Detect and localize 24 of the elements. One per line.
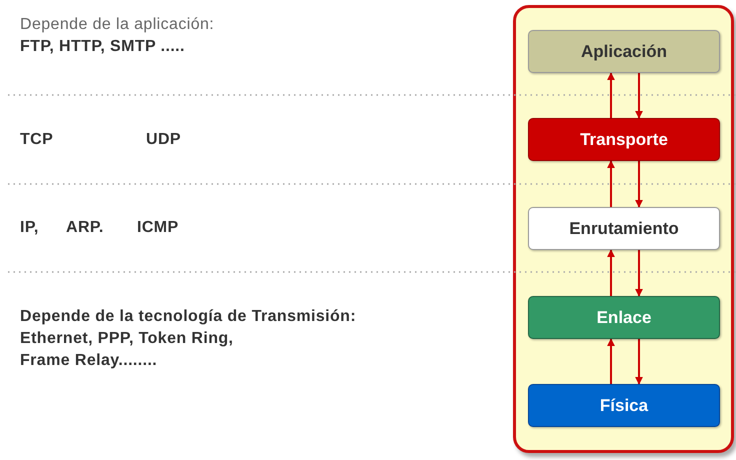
arrow bbox=[635, 161, 643, 208]
protocol-text: UDP bbox=[146, 131, 181, 149]
arrow bbox=[607, 72, 615, 118]
protocol-text: Depende de la aplicación: bbox=[20, 16, 214, 34]
arrow bbox=[635, 73, 643, 119]
protocol-text: Ethernet, PPP, Token Ring, bbox=[20, 330, 234, 348]
arrow bbox=[635, 339, 643, 385]
arrow bbox=[607, 249, 615, 296]
stack-panel bbox=[513, 5, 734, 453]
protocol-text: FTP, HTTP, SMTP ..... bbox=[20, 38, 185, 56]
layer-box: Enrutamiento bbox=[528, 207, 720, 250]
arrow bbox=[607, 160, 615, 207]
arrow bbox=[607, 338, 615, 384]
protocol-text: Frame Relay........ bbox=[20, 352, 158, 370]
protocol-text: ICMP bbox=[137, 219, 179, 237]
protocol-text: TCP bbox=[20, 131, 54, 149]
layer-box: Física bbox=[528, 384, 720, 427]
protocol-text: ARP. bbox=[66, 219, 104, 237]
protocol-text: Depende de la tecnología de Transmisión: bbox=[20, 308, 356, 326]
layer-box: Transporte bbox=[528, 118, 720, 161]
arrow bbox=[635, 250, 643, 297]
protocol-text: IP, bbox=[20, 219, 39, 237]
layer-box: Enlace bbox=[528, 296, 720, 339]
layer-box: Aplicación bbox=[528, 30, 720, 73]
